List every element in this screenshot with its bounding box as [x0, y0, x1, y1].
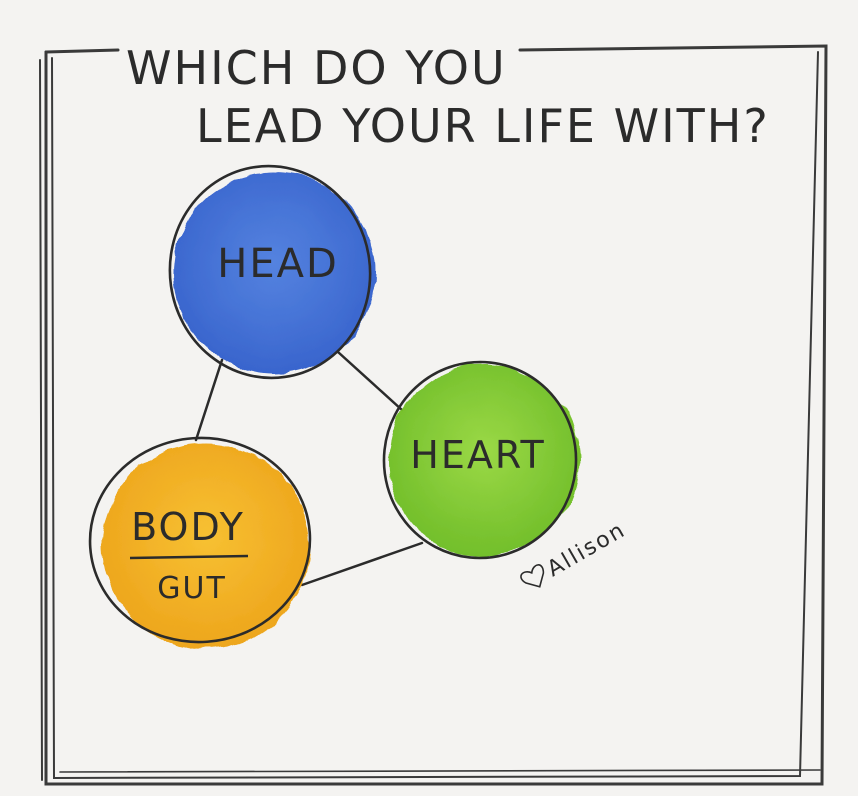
head-node: HEAD [168, 164, 375, 380]
heart-doodle-icon [520, 564, 545, 588]
body-node: BODY GUT [88, 436, 312, 649]
frame-border [39, 44, 828, 786]
gut-label: GUT [157, 571, 227, 606]
body-underline [129, 554, 249, 560]
body-label: BODY [131, 505, 245, 549]
head-label: HEAD [217, 241, 339, 287]
line-body-heart [300, 541, 424, 587]
heart-label: HEART [410, 433, 545, 477]
line-head-heart [336, 350, 404, 412]
signature-text: Allison [543, 517, 630, 582]
connector-lines [194, 350, 424, 587]
line-head-body [194, 358, 224, 442]
heart-node: HEART [382, 360, 580, 560]
title-line-2: LEAD YOUR LIFE WITH? [196, 99, 770, 153]
title-line-1: WHICH DO YOU [126, 41, 507, 95]
